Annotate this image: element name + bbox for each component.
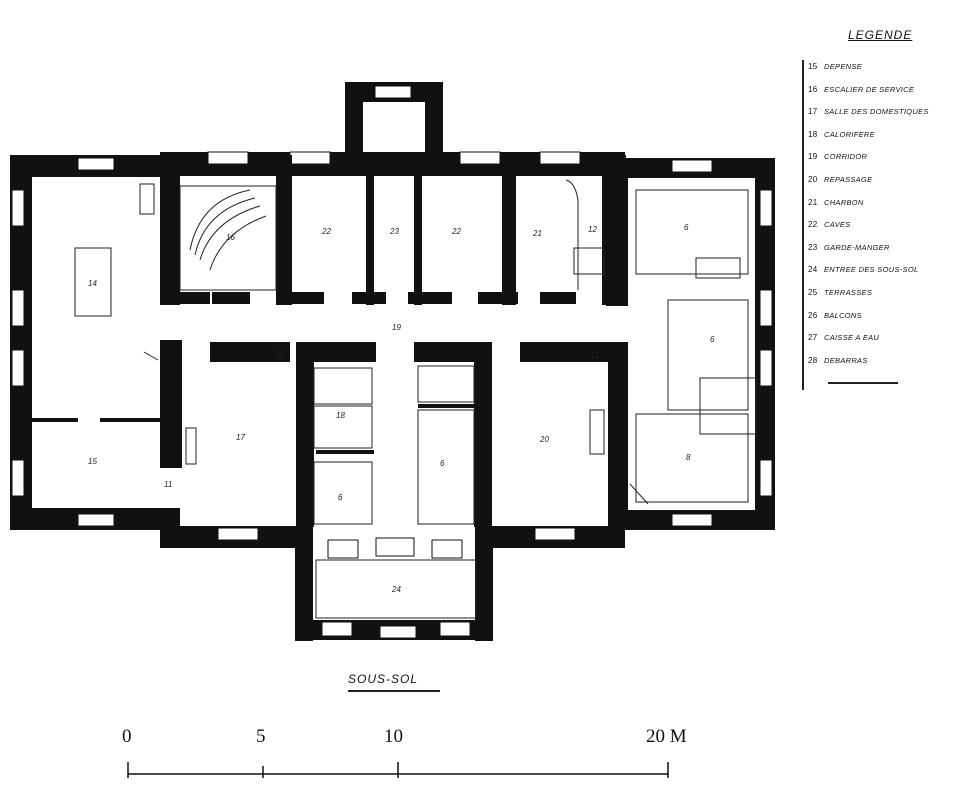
legend-item-number: 16 bbox=[808, 84, 818, 94]
legend-title: LEGENDE bbox=[848, 28, 913, 42]
legend-item-label: CAISSE A EAU bbox=[824, 333, 880, 343]
room-label-23: 23 bbox=[389, 227, 399, 236]
legend-item-number: 24 bbox=[808, 265, 818, 275]
room-label-21: 21 bbox=[532, 229, 542, 238]
room-label-11a: 11 bbox=[164, 480, 172, 489]
room-label-14: 14 bbox=[88, 279, 97, 288]
interior-walls bbox=[30, 155, 628, 527]
legend: LEGENDE 15 DEPENSE 16 ESCALIER DE SERVICE 17… bbox=[800, 28, 960, 390]
legend-item: 20 REPASSAGE bbox=[808, 175, 958, 197]
legend-item: 24 ENTREE DES SOUS-SOL bbox=[808, 265, 958, 287]
window-openings bbox=[11, 85, 773, 639]
room-label-8: 8 bbox=[686, 453, 691, 462]
legend-item-label: GARDE-MANGER bbox=[824, 242, 890, 252]
legend-item-number: 25 bbox=[808, 288, 818, 297]
legend-rule bbox=[802, 60, 804, 390]
legend-item: 28 DEBARRAS bbox=[808, 356, 958, 378]
room-label-6d: 6 bbox=[684, 223, 689, 232]
legend-item-label: SALLE DES DOMESTIQUES bbox=[824, 107, 929, 117]
legend-item-number: 21 bbox=[808, 197, 818, 207]
room-label-11c: 11 bbox=[590, 351, 598, 360]
legend-item: 27 CAISSE A EAU bbox=[808, 333, 958, 355]
legend-item: 17 SALLE DES DOMESTIQUES bbox=[808, 107, 958, 129]
room-label-15: 15 bbox=[88, 457, 97, 466]
room-label-12: 12 bbox=[588, 225, 597, 234]
legend-item-label: ESCALIER DE SERVICE bbox=[824, 84, 915, 94]
legend-item-number: 19 bbox=[808, 152, 818, 162]
legend-item-number: 18 bbox=[808, 129, 818, 139]
legend-item-number: 23 bbox=[808, 242, 818, 252]
legend-item-number: 26 bbox=[808, 310, 818, 320]
legend-item-label: ENTREE DES SOUS-SOL bbox=[824, 265, 919, 275]
room-label-17: 17 bbox=[236, 433, 245, 442]
legend-item: 16 ESCALIER DE SERVICE bbox=[808, 85, 958, 107]
legend-item-label: BALCONS bbox=[824, 310, 862, 320]
legend-item-label: REPASSAGE bbox=[824, 175, 873, 184]
plan-title: SOUS-SOL bbox=[348, 672, 419, 686]
room-label-19: 19 bbox=[392, 323, 401, 332]
room-label-24: 24 bbox=[391, 585, 401, 594]
legend-item: 23 GARDE-MANGER bbox=[808, 243, 958, 265]
scale-label-5: 5 bbox=[256, 726, 266, 747]
interior-details bbox=[74, 179, 757, 619]
legend-item-label: CORRIDOR bbox=[824, 152, 868, 162]
room-labels: 14 15 16 17 18 19 20 21 12 22 23 22 6 6 … bbox=[88, 223, 715, 594]
legend-foot-rule bbox=[828, 382, 898, 384]
legend-item: 22 CAVES bbox=[808, 220, 958, 242]
exterior-walls bbox=[10, 82, 775, 641]
scale-bar bbox=[127, 762, 669, 778]
room-label-20: 20 bbox=[539, 435, 549, 444]
legend-item-label: CHARBON bbox=[824, 197, 864, 207]
legend-item: 15 DEPENSE bbox=[808, 62, 958, 84]
legend-item-number: 20 bbox=[808, 175, 818, 184]
room-label-6c: 6 bbox=[710, 335, 715, 344]
room-label-11b: 11 bbox=[276, 349, 284, 358]
legend-item-number: 28 bbox=[808, 355, 818, 365]
legend-item: 19 CORRIDOR bbox=[808, 152, 958, 174]
legend-item: 18 CALORIFERE bbox=[808, 130, 958, 152]
room-label-22a: 22 bbox=[321, 227, 331, 236]
legend-item-number: 22 bbox=[808, 220, 818, 230]
legend-item-label: DEBARRAS bbox=[824, 355, 868, 365]
legend-item-number: 27 bbox=[808, 333, 818, 343]
legend-item-number: 15 bbox=[808, 62, 818, 71]
legend-item-label: CALORIFERE bbox=[824, 129, 875, 139]
room-label-18: 18 bbox=[336, 411, 345, 420]
scale-label-0: 0 bbox=[122, 726, 132, 747]
legend-item-number: 17 bbox=[808, 107, 818, 117]
legend-item-label: CAVES bbox=[824, 220, 851, 230]
room-label-22b: 22 bbox=[451, 227, 461, 236]
legend-item-label: TERRASSES bbox=[824, 288, 873, 297]
scale-label-10: 10 bbox=[384, 726, 403, 747]
room-label-6b: 6 bbox=[440, 459, 445, 468]
scale-label-20: 20 M bbox=[646, 726, 687, 747]
room-label-16: 16 bbox=[226, 233, 235, 242]
legend-item: 21 CHARBON bbox=[808, 198, 958, 220]
legend-item-label: DEPENSE bbox=[824, 62, 862, 71]
plan-title-underline bbox=[348, 690, 440, 692]
legend-item: 25 TERRASSES bbox=[808, 288, 958, 310]
legend-item: 26 BALCONS bbox=[808, 311, 958, 333]
room-label-6a: 6 bbox=[338, 493, 343, 502]
